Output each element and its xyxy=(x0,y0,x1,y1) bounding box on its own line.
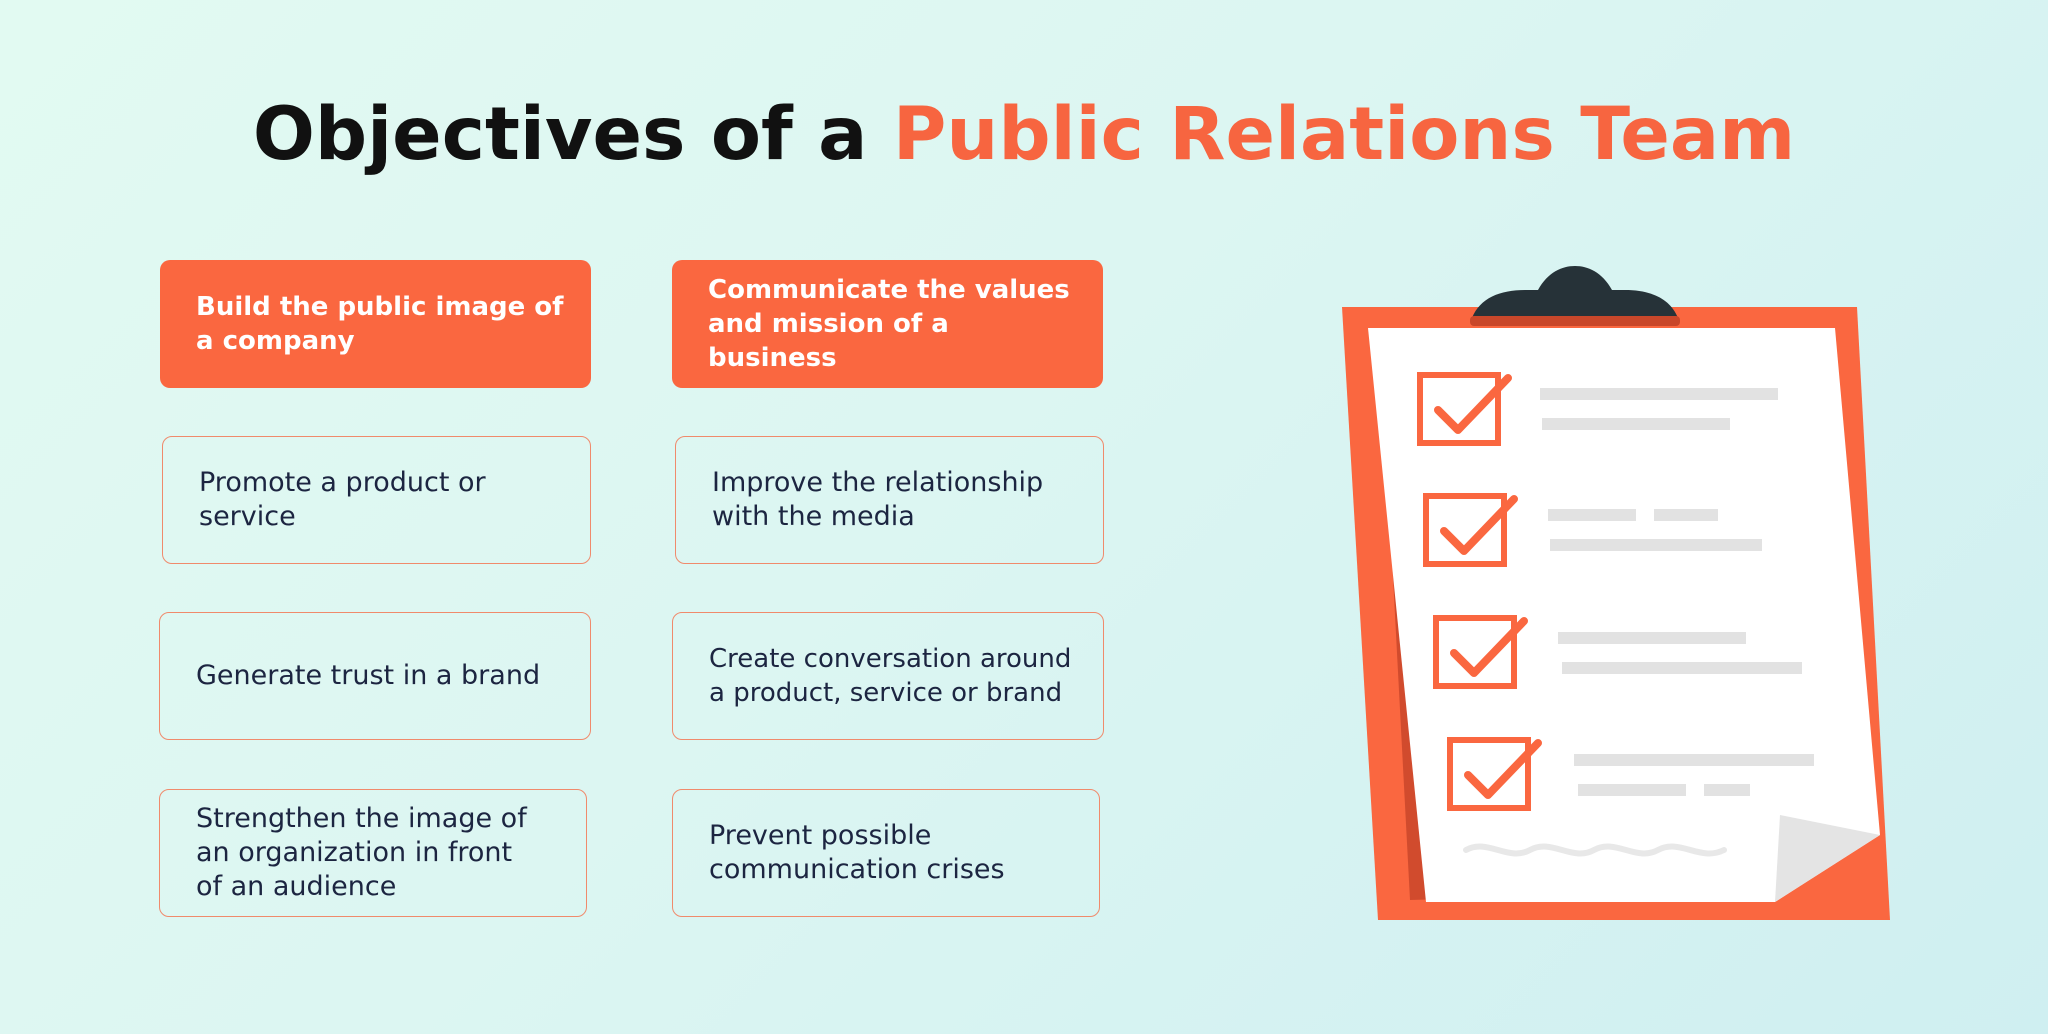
objective-label: Communicate the values and mission of a … xyxy=(708,275,1070,373)
page-title: Objectives of a Public Relations Team xyxy=(0,92,2048,177)
clipboard-checklist-icon xyxy=(1320,250,1920,930)
title-part-accent: Public Relations Team xyxy=(892,92,1796,177)
objective-card-improve-media-relationship: Improve the relationship with the media xyxy=(675,436,1104,564)
objective-card-promote-product: Promote a product or service xyxy=(162,436,591,564)
title-part-black: Objectives of a xyxy=(252,92,893,177)
objective-label: Prevent possible communication crises xyxy=(709,820,1005,885)
objective-label: Generate trust in a brand xyxy=(196,660,541,691)
objective-label: Strengthen the image of an organization … xyxy=(196,803,527,902)
objective-card-prevent-crises: Prevent possible communication crises xyxy=(672,789,1100,917)
objective-label: Build the public image of a company xyxy=(196,292,564,356)
objective-card-strengthen-image: Strengthen the image of an organization … xyxy=(159,789,587,917)
objective-label: Promote a product or service xyxy=(199,467,486,532)
objective-card-create-conversation: Create conversation around a product, se… xyxy=(672,612,1104,740)
objective-card-build-image: Build the public image of a company xyxy=(160,260,591,388)
objective-card-generate-trust: Generate trust in a brand xyxy=(159,612,591,740)
objective-label: Improve the relationship with the media xyxy=(712,467,1044,532)
objective-card-communicate-values: Communicate the values and mission of a … xyxy=(672,260,1103,388)
objective-label: Create conversation around a product, se… xyxy=(709,644,1072,708)
